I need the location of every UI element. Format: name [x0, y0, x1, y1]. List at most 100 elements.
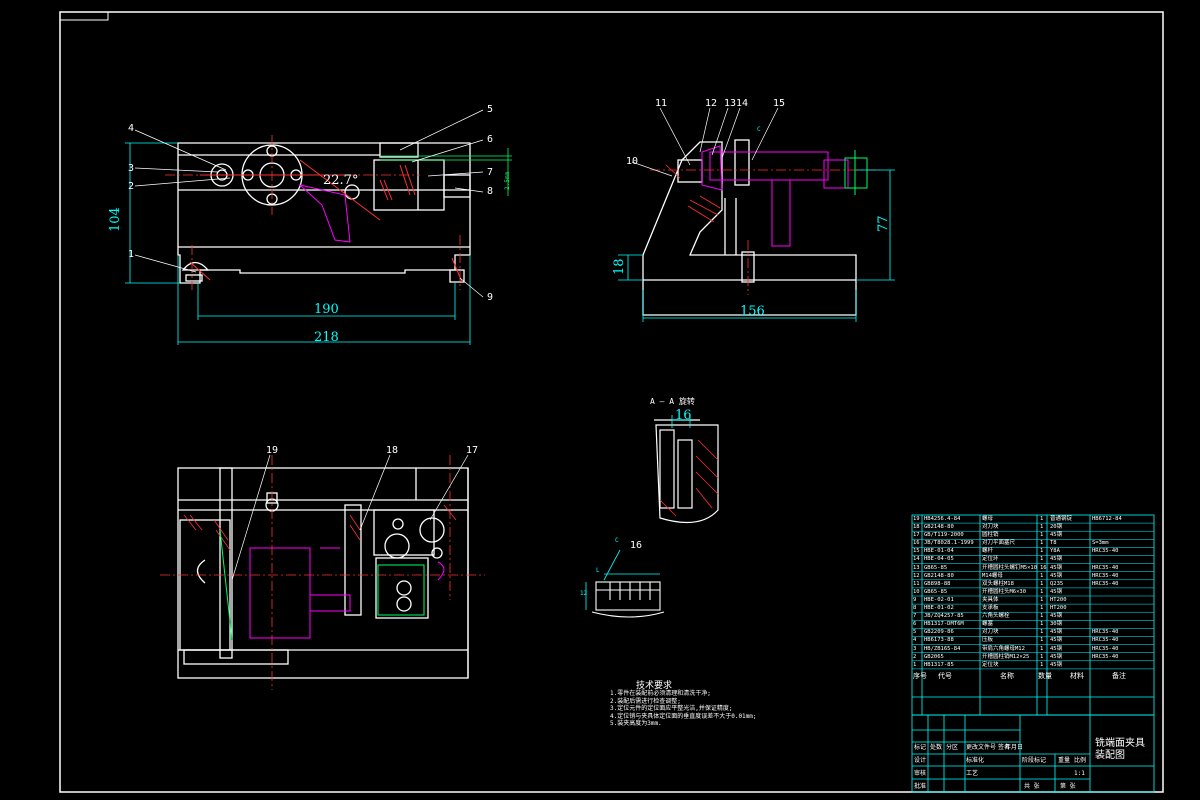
bom-cell-name: 支承板 — [982, 605, 999, 612]
bom-cell-no: 4 — [913, 637, 917, 644]
detail-c-dim — [585, 549, 660, 610]
bom-cell-name: 夹具体 — [982, 596, 999, 603]
bom-header-note: 备注 — [1112, 671, 1126, 680]
front-view-magenta-parts — [298, 184, 351, 243]
bom-header-no: 序号 — [913, 671, 927, 680]
bom-cell-qty: 1 — [1040, 532, 1044, 539]
bom-cell-code: HBE-04-05 — [924, 556, 954, 563]
bom-cell-mat: Y8A — [1050, 548, 1060, 555]
bom-cell-no: 16 — [913, 540, 920, 547]
dim-side-width: 156 — [740, 304, 765, 319]
bom-cell-note: HRC35-40 — [1092, 629, 1119, 636]
dim-detail-c-l: L — [596, 567, 600, 574]
section-a-a-dim — [671, 415, 691, 428]
balloon-15: 15 — [773, 98, 786, 109]
side-view-leaders — [631, 107, 779, 177]
bom-cell-mat: Q235 — [1050, 580, 1064, 587]
tb-cell-sign: 签名 — [998, 744, 1011, 751]
title-line-1: 铣端面夹具 — [1095, 738, 1145, 749]
balloon-12: 12 — [705, 98, 718, 109]
bom-cell-code: GB2065 — [924, 653, 944, 660]
bom-cell-no: 11 — [913, 580, 920, 587]
angle-dimension: 22.7° — [323, 173, 359, 188]
bom-cell-qty: 1 — [1040, 613, 1044, 620]
bom-cell-mat: HT200 — [1050, 605, 1067, 612]
tb-cell-stage: 阶段标记 — [1022, 757, 1047, 764]
bom-table-lines — [911, 514, 1155, 716]
bom-cell-code: JB/T8028.1-1999 — [924, 540, 974, 547]
bom-cell-no: 13 — [913, 564, 920, 571]
balloon-16: 16 — [630, 540, 643, 551]
tech-note-line: 1.零件在装配前必须清理和清洗干净; — [610, 690, 711, 697]
bom-cell-qty: 1 — [1040, 645, 1044, 652]
side-view-magenta — [701, 145, 849, 247]
bom-cell-mat: 45钢 — [1050, 556, 1063, 563]
section-a-a-hatch — [659, 439, 719, 517]
tb-cell-weight: 重量 — [1058, 757, 1071, 764]
tech-note-line: 4.定位销与夹具体定位面的垂直度误差不大于0.01mm; — [610, 712, 757, 720]
bom-cell-no: 15 — [913, 548, 920, 555]
dim-front-width: 218 — [314, 330, 339, 345]
bom-cell-code: JB/ZQ4257-85 — [924, 613, 964, 620]
tb-cell-approve: 批准 — [914, 783, 927, 790]
bom-cell-name: 开槽圆柱头M6×30 — [982, 588, 1027, 595]
bom-row: 14 HBE-04-05 定位环 1 45钢 — [912, 555, 1154, 563]
title-block-lines — [911, 714, 1155, 793]
bom-cell-qty: 1 — [1040, 556, 1044, 563]
side-view-dimensions — [618, 169, 895, 322]
balloon-7: 7 — [487, 167, 494, 178]
balloon-11: 11 — [655, 98, 668, 109]
tb-cell-scale-value: 1:1 — [1074, 770, 1085, 777]
bom-cell-note: HRC35-40 — [1092, 572, 1119, 579]
bom-cell-mat: 30钢 — [1050, 621, 1063, 628]
bom-cell-qty: 1 — [1040, 572, 1044, 579]
bom-cell-name: 螺杆 — [982, 548, 994, 555]
bom-cell-name: 对刀块 — [982, 629, 999, 636]
bom-cell-qty: 1 — [1040, 516, 1044, 522]
top-view — [177, 467, 469, 679]
top-view-leaders — [231, 454, 469, 581]
bom-cell-mat: T8 — [1050, 540, 1057, 547]
bom-cell-code: HB/ZB165-84 — [924, 645, 961, 652]
bom-cell-qty: 1 — [1040, 596, 1044, 603]
dim-front-inner-width: 190 — [314, 302, 339, 317]
bom-cell-qty: 1 — [1040, 605, 1044, 612]
top-view-green — [219, 529, 425, 641]
top-view-centerlines — [160, 455, 485, 690]
balloon-14: 14 — [736, 98, 749, 109]
bom-cell-mat: 45钢 — [1050, 564, 1063, 571]
bom-cell-no: 14 — [913, 556, 920, 563]
bom-cell-mat: 45钢 — [1050, 572, 1063, 579]
bom-cell-qty: 1 — [1040, 661, 1044, 668]
tech-note-line: 5.装夹高度为3mm. — [610, 720, 662, 727]
tb-cell-zone: 分区 — [946, 744, 959, 751]
bom-cell-name: 螺母 — [982, 516, 994, 522]
bom-cell-name: 定位环 — [982, 556, 999, 563]
bom-cell-code: GB2148-80 — [924, 572, 954, 579]
bom-cell-name: M14螺母 — [982, 572, 1003, 579]
detail-c — [591, 581, 665, 618]
tech-notes-title: 技术要求 — [636, 681, 673, 691]
side-view-c-label: C — [757, 126, 761, 133]
dim-front-height: 104 — [108, 207, 123, 232]
section-label: A — A 旋转 — [650, 397, 695, 406]
bom-cell-name: 螺塞 — [982, 621, 994, 628]
bom-cell-note: HB6712-84 — [1092, 516, 1122, 522]
balloon-5: 5 — [487, 104, 494, 115]
bom-cell-name: 对刀块 — [982, 524, 999, 531]
front-view — [177, 142, 471, 284]
bom-cell-no: 10 — [913, 588, 920, 595]
tb-cell-process: 工艺 — [966, 770, 979, 777]
bom-cell-mat: 45钢 — [1050, 532, 1063, 539]
bom-cell-no: 17 — [913, 532, 920, 539]
bom-cell-mat: 45钢 — [1050, 661, 1063, 668]
bom-header-mat: 材料 — [1070, 671, 1084, 680]
tech-notes: 1.零件在装配前必须清理和清洗干净; 2.装配后需进行检查调整; 3.定位元件的… — [610, 690, 757, 728]
